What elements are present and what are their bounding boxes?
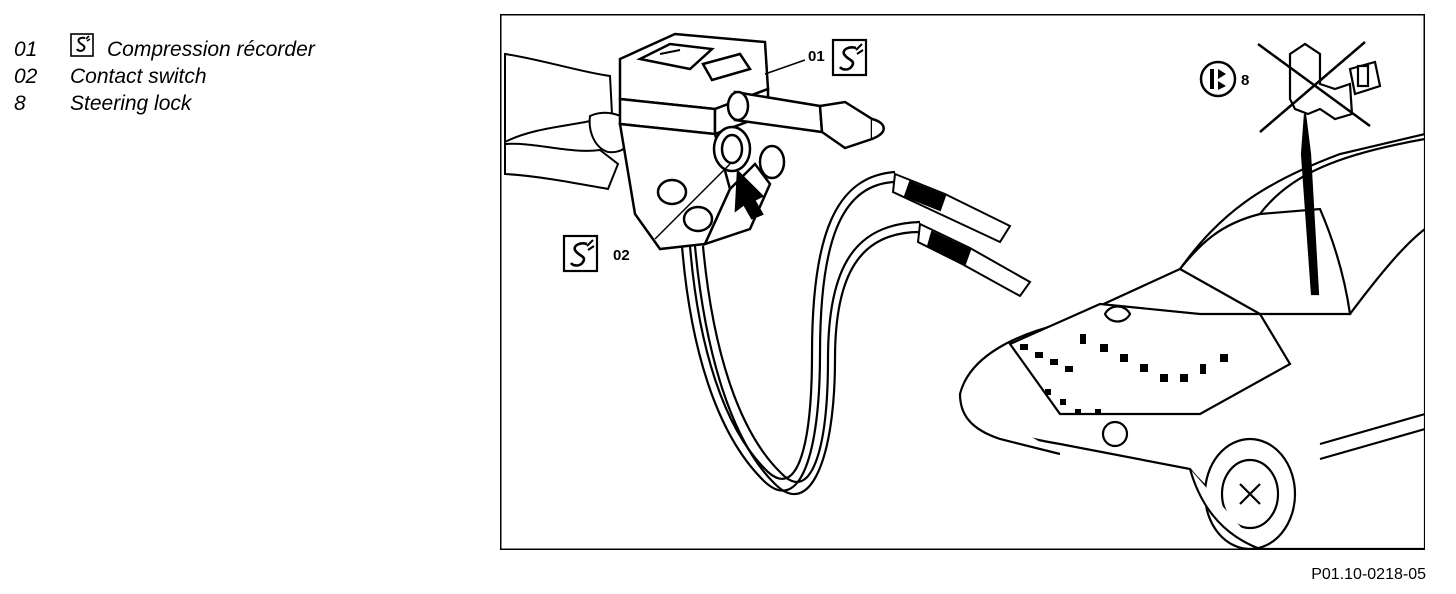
legend-number: 01 xyxy=(14,38,38,61)
terminal-clips-drawing xyxy=(891,172,1032,298)
legend-number: 8 xyxy=(14,92,26,115)
legend-label: Compression récorder xyxy=(107,38,315,61)
special-tool-icon xyxy=(831,38,868,77)
callout-steering-lock: 8 xyxy=(1241,72,1249,89)
callout-compression-recorder: 01 xyxy=(808,48,825,65)
legend-label: Contact switch xyxy=(70,65,207,88)
callout-contact-switch: 02 xyxy=(613,247,630,264)
leader-lines xyxy=(654,59,806,240)
warning-icon xyxy=(1199,60,1237,98)
special-tool-icon xyxy=(562,234,599,273)
special-tool-icon xyxy=(70,33,94,57)
figure-code: P01.10-0218-05 xyxy=(1311,566,1426,583)
compression-recorder-drawing xyxy=(618,32,885,251)
legend-number: 02 xyxy=(14,65,38,88)
steering-lock-drawing xyxy=(1257,41,1382,296)
cable-drawing xyxy=(680,170,921,496)
illustration-frame: 01 02 8 xyxy=(500,14,1427,551)
illustration: 01 02 8 xyxy=(500,14,1427,551)
legend-label: Steering lock xyxy=(70,92,192,115)
